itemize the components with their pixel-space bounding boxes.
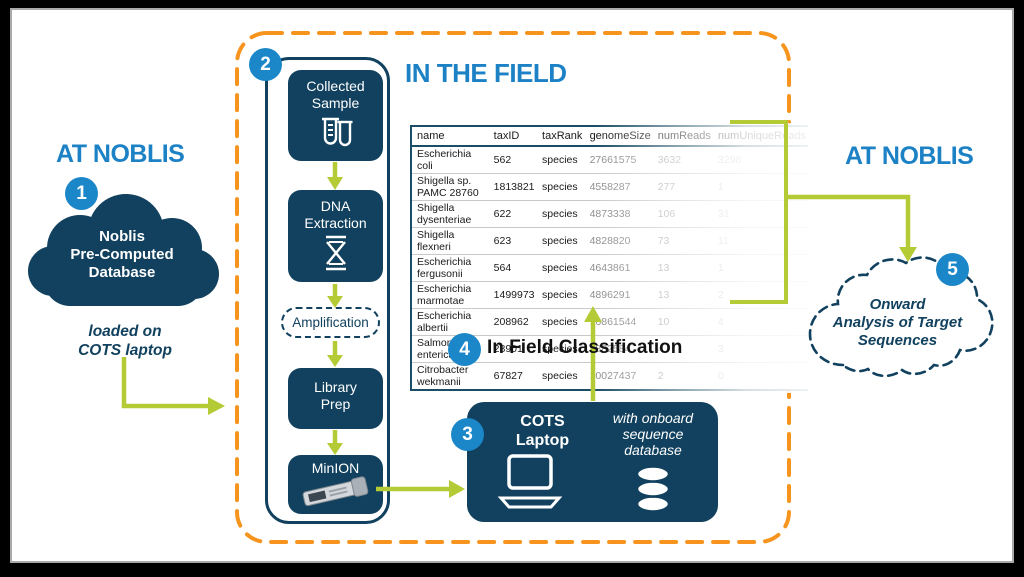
right-section-title: AT NOBLIS xyxy=(845,142,974,170)
table-cell: 564 xyxy=(488,254,538,282)
table-cell: 1499973 xyxy=(488,281,538,309)
library-prep-label: Library Prep xyxy=(314,379,357,412)
table-cell: 623 xyxy=(488,227,538,255)
table-cell: Escherichia coli xyxy=(411,146,489,174)
analysis-cloud-icon xyxy=(808,256,994,378)
database-cloud-label: Noblis Pre-Computed Database xyxy=(70,228,174,281)
table-cell: species xyxy=(537,146,585,174)
field-section-title: IN THE FIELD xyxy=(405,58,567,88)
dna-icon xyxy=(325,235,346,271)
table-cell: 28901 xyxy=(488,335,538,363)
table-cell: Escherichia fergusonii xyxy=(411,254,489,282)
table-cell: species xyxy=(537,308,585,336)
step-2-badge: 2 xyxy=(249,48,282,81)
collected-sample-label: Collected Sample xyxy=(306,78,365,111)
table-cell: Shigella flexneri xyxy=(411,227,489,255)
table-cell: Citrobacter wekmanii xyxy=(417,364,469,388)
table-cell: 622 xyxy=(488,200,538,228)
amplification-pill: Amplification xyxy=(281,307,380,338)
step-5-badge: 5 xyxy=(936,253,969,286)
step-1-badge: 1 xyxy=(65,177,98,210)
cots-note: with onboard sequence database xyxy=(612,410,694,458)
dna-extraction-label: DNA Extraction xyxy=(304,198,367,231)
table-cell: Shigella dysenteriae xyxy=(411,200,489,228)
laptop-icon xyxy=(497,454,563,509)
database-icon xyxy=(635,465,671,513)
minion-box: MinION xyxy=(288,455,383,514)
classification-label: In Field Classification xyxy=(487,337,683,358)
table-cell: 67827 xyxy=(493,370,523,382)
collected-sample-box: Collected Sample xyxy=(288,70,383,161)
table-cell: 562 xyxy=(488,146,538,174)
table-cell: Escherichia albertii xyxy=(411,308,489,336)
step-3-badge: 3 xyxy=(451,418,484,451)
table-cell: Shigella sp. PAMC 28760 xyxy=(411,173,489,201)
step-4-badge: 4 xyxy=(448,333,481,366)
table-cell: species xyxy=(537,335,585,363)
minion-label: MinION xyxy=(311,460,360,476)
table-cell: species xyxy=(537,173,585,201)
table-cell: 1813821 xyxy=(488,173,538,201)
table-cell: 208962 xyxy=(488,308,538,336)
table-cell: species xyxy=(537,200,585,228)
dna-extraction-box: DNA Extraction xyxy=(288,190,383,282)
table-header-cell: taxID xyxy=(488,126,538,147)
table-cell: species xyxy=(542,370,578,382)
table-cell: species xyxy=(537,227,585,255)
table-cell: species xyxy=(537,281,585,309)
cots-laptop-box: COTS Laptop with onboard sequence databa… xyxy=(467,402,718,522)
library-prep-box: Library Prep xyxy=(288,368,383,429)
minion-device-icon xyxy=(302,476,368,507)
table-cell: species xyxy=(537,254,585,282)
analysis-cloud-label: Onward Analysis of Target Sequences xyxy=(832,296,963,349)
table-header-cell: name xyxy=(411,126,489,147)
cots-laptop-label: COTS Laptop xyxy=(515,413,570,449)
left-section-title: AT NOBLIS xyxy=(56,140,185,168)
left-caption: loaded on COTS laptop xyxy=(78,323,172,359)
classification-table-wrap: nametaxIDtaxRankgenomeSizenumReadsnumUni… xyxy=(410,123,812,393)
table-header-cell: taxRank xyxy=(537,126,585,147)
test-tubes-icon xyxy=(321,117,352,147)
amplification-label: Amplification xyxy=(292,315,369,330)
table-cell: Escherichia marmotae xyxy=(411,281,489,309)
database-cloud-icon xyxy=(28,194,219,306)
